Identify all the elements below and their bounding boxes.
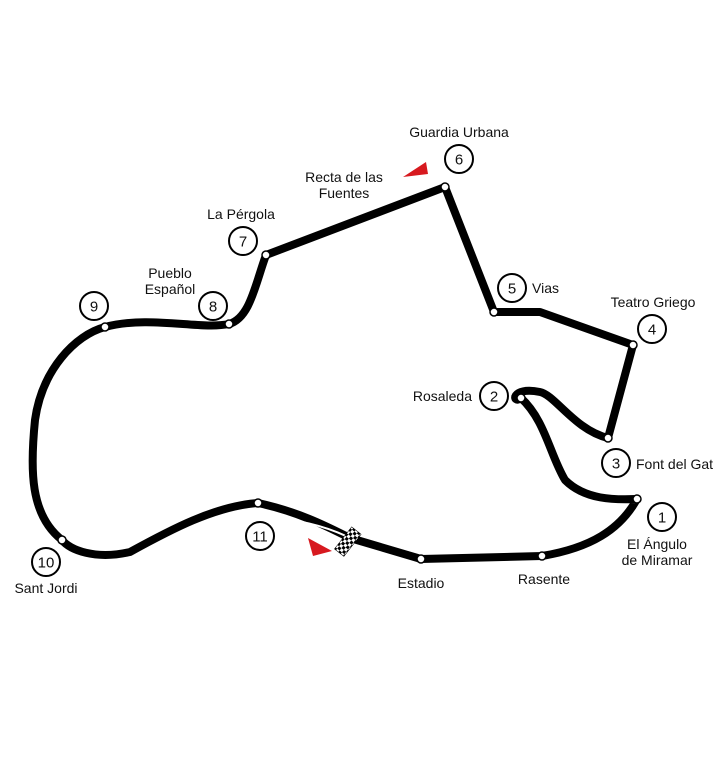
corner-1-number: 1 <box>658 510 666 527</box>
straight-2-name-line: Rasente <box>518 571 570 587</box>
corner-5-apex-dot <box>489 307 499 317</box>
corner-1-name-line: El Ángulo <box>627 536 687 552</box>
corner-6-name: Guardia Urbana <box>409 124 509 140</box>
corner-3-name-line: Font del Gat <box>636 456 713 472</box>
corner-8-apex-dot <box>224 319 234 329</box>
corner-11-marker: 11 <box>245 521 275 551</box>
direction-arrow-icon <box>403 162 428 177</box>
corner-7-number: 7 <box>239 234 247 251</box>
corner-2-marker: 2 <box>479 381 509 411</box>
corner-1-apex-dot <box>632 494 642 504</box>
straight-0-name-line: Recta de las <box>305 169 383 185</box>
straight-2-name: Rasente <box>518 571 570 587</box>
corner-10-apex-dot <box>57 535 67 545</box>
corner-4-marker: 4 <box>637 314 667 344</box>
corner-8-circle <box>198 291 228 321</box>
straight-0-name-line: Fuentes <box>319 185 370 201</box>
corner-10-circle <box>31 547 61 577</box>
corner-7-circle <box>228 226 258 256</box>
corner-4-circle <box>637 314 667 344</box>
corner-3-number: 3 <box>612 456 620 473</box>
corner-4-apex-dot <box>628 340 638 350</box>
corner-7-name-line: La Pérgola <box>207 206 275 222</box>
corner-3-name: Font del Gat <box>636 456 713 472</box>
corner-2-number: 2 <box>490 389 498 406</box>
corner-10-name: Sant Jordi <box>14 580 77 596</box>
direction-arrow-icon <box>308 538 332 556</box>
corner-6-number: 6 <box>455 152 463 169</box>
corner-9-number: 9 <box>90 299 98 316</box>
corner-6-marker: 6 <box>444 144 474 174</box>
corner-10-number: 10 <box>38 555 55 572</box>
corner-8-name-line: Español <box>145 281 196 297</box>
corner-1-name-line: de Miramar <box>622 552 693 568</box>
corner-5-marker: 5 <box>497 273 527 303</box>
corner-markers: 1 2 3 4 5 6 7 8 9 10 11 <box>31 144 677 577</box>
corner-5-name: Vias <box>532 280 559 296</box>
corner-11-circle <box>245 521 275 551</box>
corner-2-name-line: Rosaleda <box>413 388 472 404</box>
corner-3-marker: 3 <box>601 448 631 478</box>
corner-11-apex-dot <box>253 498 263 508</box>
corner-8-marker: 8 <box>198 291 228 321</box>
pit-lane <box>199 516 347 537</box>
corner-5-name-line: Vias <box>532 280 559 296</box>
straight-2-dot <box>537 551 547 561</box>
corner-2-apex-dot <box>516 393 526 403</box>
corner-7-apex-dot <box>261 250 271 260</box>
corner-7-marker: 7 <box>228 226 258 256</box>
corner-6-circle <box>444 144 474 174</box>
corner-8-name-line: Pueblo <box>148 265 192 281</box>
corner-6-name-line: Guardia Urbana <box>409 124 509 140</box>
corner-3-apex-dot <box>603 433 613 443</box>
corner-5-circle <box>497 273 527 303</box>
corner-11-number: 11 <box>252 529 268 546</box>
corner-4-name-line: Teatro Griego <box>611 294 696 310</box>
straight-1-name: Estadio <box>398 575 445 591</box>
corner-8-number: 8 <box>209 299 217 316</box>
corner-1-marker: 1 <box>647 502 677 532</box>
corner-6-apex-dot <box>440 182 450 192</box>
corner-1-circle <box>647 502 677 532</box>
track-path <box>28 183 641 563</box>
corner-9-circle <box>79 291 109 321</box>
corner-2-name: Rosaleda <box>413 388 472 404</box>
start-finish-flag-icon <box>334 526 362 557</box>
corner-3-circle <box>601 448 631 478</box>
corner-9-apex-dot <box>100 322 110 332</box>
corner-9-marker: 9 <box>79 291 109 321</box>
corner-dots <box>57 182 642 564</box>
corner-10-name-line: Sant Jordi <box>14 580 77 596</box>
corner-5-number: 5 <box>508 281 516 298</box>
straight-1-dot <box>416 554 426 564</box>
corner-7-name: La Pérgola <box>207 206 275 222</box>
corner-10-marker: 10 <box>31 547 61 577</box>
corner-4-name: Teatro Griego <box>611 294 696 310</box>
straight-1-name-line: Estadio <box>398 575 445 591</box>
corner-2-circle <box>479 381 509 411</box>
corner-4-number: 4 <box>648 322 656 339</box>
